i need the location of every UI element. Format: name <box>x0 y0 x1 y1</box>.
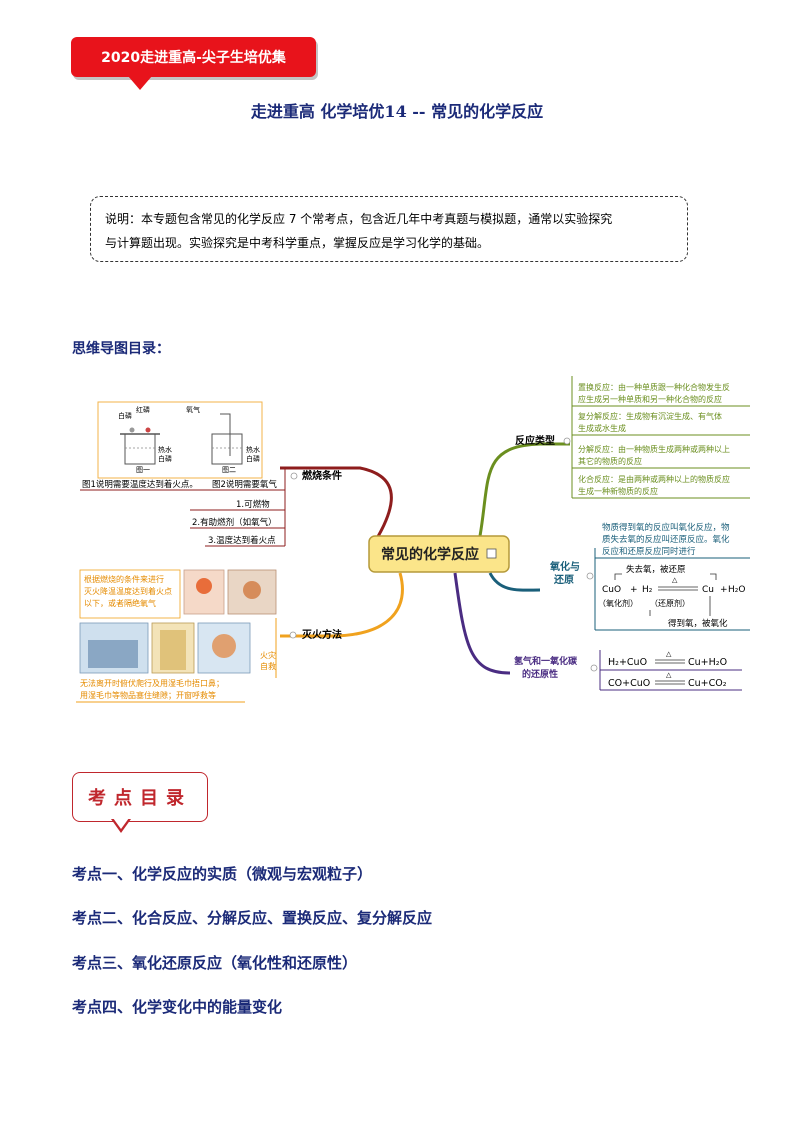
redox-plus-2: + <box>720 585 728 595</box>
redox-cu: Cu <box>702 585 714 595</box>
reducibility-label-2[interactable]: 的还原性 <box>522 668 558 680</box>
burning-label[interactable]: 燃烧条件 <box>302 469 342 482</box>
fire-escape-label-2: 自救 <box>260 661 276 671</box>
mindmap-heading: 思维导图目录： <box>72 341 170 357</box>
label-fig2: 图二 <box>222 466 236 474</box>
toc-title: 考点目录 <box>88 788 192 809</box>
eq2-right: Cu+CO₂ <box>688 678 727 689</box>
toc-title-box: 考点目录 <box>72 772 208 822</box>
burning-caption-1: 图1说明需要温度达到着火点。 <box>82 479 198 490</box>
label-oxygen: 氧气 <box>186 405 200 414</box>
redox-reductant: （还原剂） <box>650 598 690 608</box>
center-node[interactable] <box>368 535 510 573</box>
extinguish-text2-line2: 用湿毛巾等物品塞住缝隙；开窗呼救等 <box>80 690 216 700</box>
description-line-2: 与计算题出现。实验探究是中考科学重点，掌握反应是学习化学的基础。 <box>105 236 490 250</box>
header-tag-tail <box>128 76 152 90</box>
description-line-1: 说明：本专题包含常见的化学反应 7 个常考点，包含近几年中考真题与模拟题，通常以… <box>105 212 613 226</box>
redox-label-2[interactable]: 还原 <box>553 573 574 586</box>
redox-top-note: 失去氧，被还原 <box>626 564 686 575</box>
redox-plus-1: + <box>630 585 638 595</box>
toc-item-1[interactable]: 考点一、化学反应的实质（微观与宏观粒子） <box>72 865 373 883</box>
label-hot-water2: 热水 <box>246 445 260 454</box>
mindmap-svg: 常见的化学反应 白磷 红磷 热水 白磷 图一 氧气 热水 白磷 图二 图1说明需… <box>76 376 750 703</box>
burning-item-1[interactable]: 1.可燃物 <box>236 499 270 510</box>
fire-escape-label-1: 火灾 <box>260 650 276 660</box>
redox-delta: △ <box>672 576 678 584</box>
redox-oxidant: （氧化剂） <box>598 598 638 608</box>
label-white-p1: 白磷 <box>118 411 132 420</box>
rt-item-4-line1[interactable]: 化合反应：是由两种或两种以上的物质反应 <box>578 474 730 484</box>
label-white-p3: 白磷 <box>246 454 260 463</box>
reaction-types-label[interactable]: 反应类型 <box>515 434 555 447</box>
document-title: 走进重高 化学培优14 -- 常见的化学反应 <box>250 102 544 121</box>
burning-item-3[interactable]: 3.温度达到着火点 <box>208 535 276 546</box>
extinguish-text1-line2: 灭火降温温度达到着火点 <box>84 586 172 596</box>
toc-title-tail-inner <box>113 818 129 829</box>
branch-reaction-types <box>478 442 570 537</box>
extinguish-text1-line3: 以下，或者隔绝氧气 <box>84 598 156 608</box>
redox-label-1[interactable]: 氧化与 <box>549 560 580 573</box>
eq1-delta: △ <box>666 650 672 658</box>
label-hot-water1: 热水 <box>158 445 172 454</box>
branch-extinguish <box>280 572 404 638</box>
label-fig1: 图一 <box>136 466 150 474</box>
reducibility-label-1[interactable]: 氢气和一氧化碳 <box>514 655 578 667</box>
redox-desc-1: 物质得到氧的反应叫氧化反应，物 <box>602 522 730 533</box>
eq1-left: H₂+CuO <box>608 657 647 668</box>
redox-cuo: CuO <box>602 585 621 595</box>
rt-item-3-line2[interactable]: 其它的物质的反应 <box>578 456 642 466</box>
eq2-delta: △ <box>666 671 672 679</box>
extinguish-text1-line1: 根据燃烧的条件来进行 <box>84 574 164 584</box>
beaker-2 <box>211 433 243 465</box>
redox-h2: H₂ <box>642 585 653 595</box>
toc-item-4[interactable]: 考点四、化学变化中的能量变化 <box>72 998 283 1016</box>
burning-item-2[interactable]: 2.有助燃剂（如氧气） <box>192 517 277 528</box>
header-tag: 2020走进重高-尖子生培优集 <box>71 37 316 77</box>
rt-item-1-line1[interactable]: 置换反应：由一种单质跟一种化合物发生反 <box>578 382 730 392</box>
extinguish-label[interactable]: 灭火方法 <box>301 628 342 641</box>
branch-redox <box>488 572 541 592</box>
toc-item-3[interactable]: 考点三、氧化还原反应（氧化性和还原性） <box>72 954 358 972</box>
extinguish-text-box <box>79 569 181 619</box>
mindmap: 常见的化学反应 白磷 红磷 热水 白磷 图一 氧气 热水 白磷 图二 图1说明需… <box>70 368 758 710</box>
eq1-right: Cu+H₂O <box>688 657 727 668</box>
eq2-left: CO+CuO <box>608 678 650 689</box>
redox-h2o: H₂O <box>728 585 745 595</box>
rt-item-2-line2[interactable]: 生成或水生成 <box>578 423 626 433</box>
label-red-p: 红磷 <box>136 405 150 414</box>
extinguish-text2-line1: 无法离开时俯伏爬行及用湿毛巾捂口鼻； <box>80 678 224 688</box>
redox-desc-2: 质失去氧的反应叫还原反应。氧化 <box>602 534 730 545</box>
rt-item-1-line2[interactable]: 应生成另一种单质和另一种化合物的反应 <box>578 394 722 404</box>
redox-bottom-note: 得到氧，被氧化 <box>668 618 728 629</box>
branch-reducibility <box>453 572 511 675</box>
rt-item-4-line2[interactable]: 生成一种新物质的反应 <box>578 486 658 496</box>
center-note-icon[interactable] <box>486 548 497 559</box>
description-box: 说明：本专题包含常见的化学反应 7 个常考点，包含近几年中考真题与模拟题，通常以… <box>90 196 688 262</box>
label-white-p2: 白磷 <box>158 454 172 463</box>
toc-item-2[interactable]: 考点二、化合反应、分解反应、置换反应、复分解反应 <box>72 909 433 927</box>
rt-item-3-line1[interactable]: 分解反应：由一种物质生成两种或两种以上 <box>578 444 730 454</box>
redox-desc-3: 反应和还原反应同时进行 <box>602 546 696 557</box>
burning-caption-2: 图2说明需要氧气 <box>212 479 277 490</box>
rt-item-2-line1[interactable]: 复分解反应：生成物有沉淀生成、有气体 <box>578 411 722 421</box>
center-node-label: 常见的化学反应 <box>381 546 479 563</box>
